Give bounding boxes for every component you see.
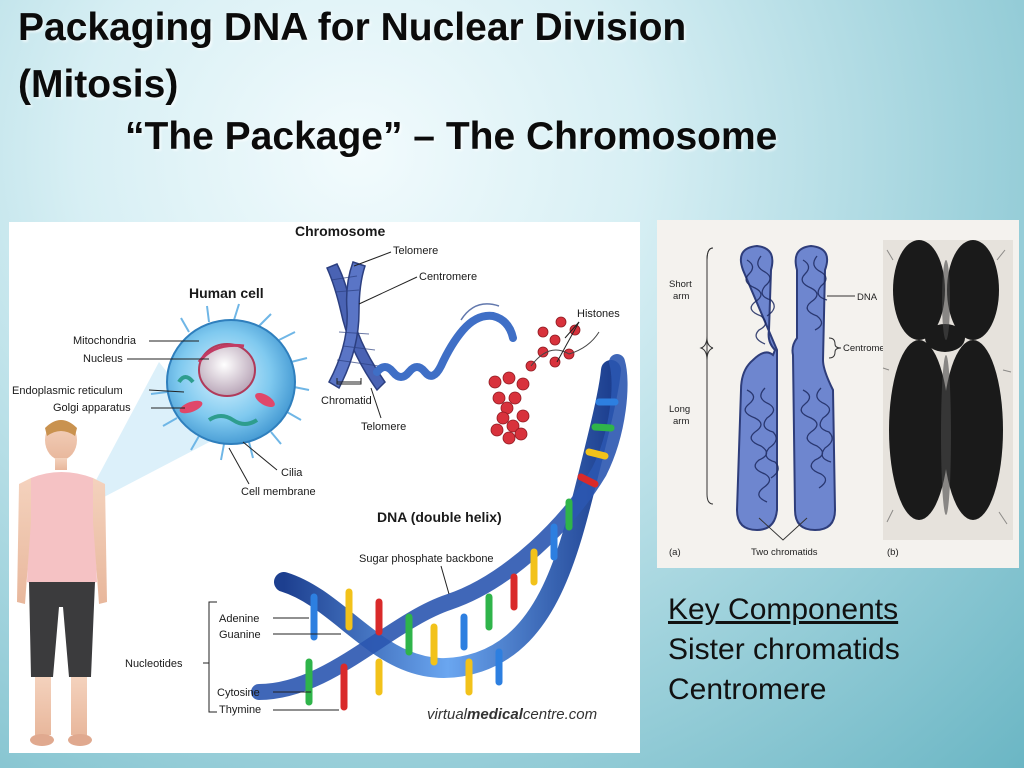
label-long-arm-2: arm: [673, 416, 689, 427]
label-sugar-phosphate-backbone: Sugar phosphate backbone: [359, 553, 494, 565]
label-telomere-bottom: Telomere: [361, 421, 406, 433]
label-dna: DNA: [857, 292, 878, 303]
label-leader-lines: [127, 251, 580, 713]
histone-beads: [488, 316, 600, 445]
label-panel-a: (a): [669, 547, 681, 558]
label-cilia: Cilia: [281, 467, 303, 479]
label-endoplasmic-reticulum: Endoplasmic reticulum: [12, 385, 123, 397]
key-item-centromere: Centromere: [668, 673, 827, 706]
label-nucleotides: Nucleotides: [125, 658, 183, 670]
watermark: virtualmedicalcentre.com: [427, 706, 597, 723]
label-short-arm-2: arm: [673, 291, 689, 302]
chromatin-coil: [373, 311, 517, 381]
key-item-sister-chromatids: Sister chromatids: [668, 633, 900, 666]
label-two-chromatids: Two chromatids: [751, 547, 818, 558]
chromosome-structure-figure: Short arm DNA Centromere Long arm (a) Tw…: [657, 220, 1019, 568]
person-figure: [17, 420, 107, 746]
chromosome-micrograph: [882, 240, 1013, 540]
chromosome-drawing: [325, 261, 386, 392]
chromatid-pair-diagram: [735, 244, 837, 532]
key-components-heading: Key Components: [668, 593, 899, 626]
label-cell-membrane: Cell membrane: [241, 486, 316, 498]
human-cell-drawing: [150, 303, 310, 461]
slide-title-line-1: Packaging DNA for Nuclear Division: [18, 6, 687, 49]
dna-packaging-svg: Chromosome Telomere Centromere Human cel…: [12, 223, 628, 746]
label-short-arm-1: Short: [669, 279, 692, 290]
zoom-beam: [94, 362, 219, 497]
label-dna-double-helix: DNA (double helix): [377, 509, 502, 525]
dna-double-helix: [251, 354, 628, 711]
label-mitochondria: Mitochondria: [73, 335, 137, 347]
slide-title-line-2: (Mitosis): [18, 63, 179, 106]
label-cytosine: Cytosine: [217, 687, 260, 699]
dna-packaging-illustration: Chromosome Telomere Centromere Human cel…: [9, 222, 640, 753]
label-guanine: Guanine: [219, 629, 261, 641]
label-golgi-apparatus: Golgi apparatus: [53, 402, 131, 414]
label-chromatid: Chromatid: [321, 395, 372, 407]
label-human-cell: Human cell: [189, 285, 264, 301]
diagram-brackets: [699, 247, 855, 541]
label-long-arm-1: Long: [669, 404, 690, 415]
slide-subtitle: “The Package” – The Chromosome: [125, 115, 778, 158]
label-nucleus: Nucleus: [83, 353, 123, 365]
label-adenine: Adenine: [219, 613, 259, 625]
label-telomere-top: Telomere: [393, 245, 438, 257]
label-centromere-right: Centromere: [843, 343, 893, 354]
label-panel-b: (b): [887, 547, 899, 558]
chromosome-structure-svg: Short arm DNA Centromere Long arm (a) Tw…: [669, 240, 1013, 558]
label-histones: Histones: [577, 308, 620, 320]
label-centromere: Centromere: [419, 271, 477, 283]
label-chromosome: Chromosome: [295, 223, 385, 239]
key-components-list: Key Components Sister chromatids Centrom…: [668, 590, 900, 710]
label-thymine: Thymine: [219, 704, 261, 716]
